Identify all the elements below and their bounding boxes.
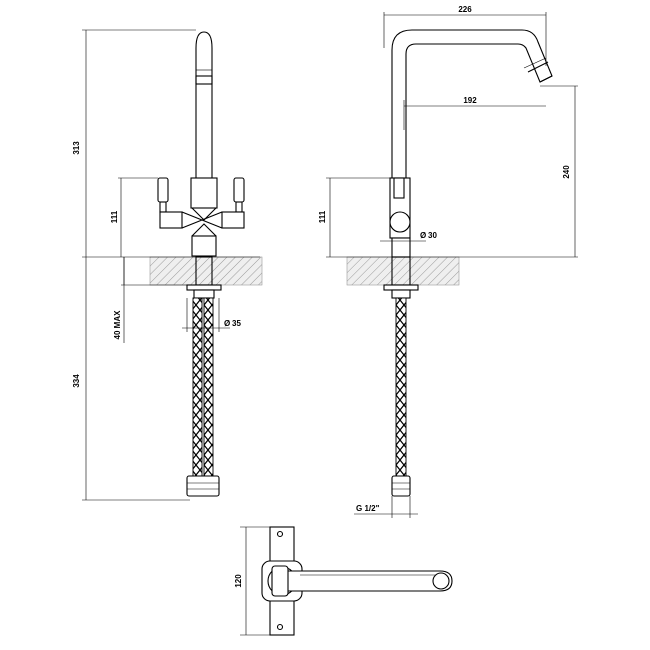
dim-side-lever-diameter-symbol: Ø xyxy=(420,231,426,240)
dim-side-body-height: 111 xyxy=(318,210,327,223)
side-view: 226 192 240 111 Ø 30 G 1/2" xyxy=(318,5,578,518)
dim-side-spout-reach: 226 xyxy=(458,5,472,14)
front-left-handle xyxy=(157,177,169,203)
front-hose-left xyxy=(192,297,203,477)
front-view: 313 111 40 MAX 334 Ø 35 xyxy=(72,29,263,501)
dim-side-connection-thread: G 1/2" xyxy=(356,504,380,513)
dim-side-spout-inner-reach: 192 xyxy=(463,96,477,105)
front-spout xyxy=(195,31,213,178)
dim-side-spout-height: 240 xyxy=(562,165,571,179)
dim-front-max-thickness: 40 MAX xyxy=(113,310,122,340)
side-hose xyxy=(395,297,407,477)
side-lever xyxy=(389,211,411,233)
dim-front-hose-length: 334 xyxy=(72,374,81,388)
dim-top-width: 120 xyxy=(234,574,243,588)
dim-side-lever-diameter: 30 xyxy=(428,231,437,240)
front-body xyxy=(190,177,218,209)
front-right-handle xyxy=(233,177,245,203)
dim-front-total-height: 313 xyxy=(72,141,81,155)
dim-front-hose-diameter-symbol: Ø xyxy=(224,319,230,328)
front-hose-right xyxy=(203,297,214,477)
top-spout xyxy=(281,570,453,592)
dim-front-body-height: 111 xyxy=(110,210,119,223)
dim-front-hose-diameter: 35 xyxy=(232,319,241,328)
front-counter-section xyxy=(149,256,263,286)
side-counter-section xyxy=(346,256,460,286)
top-view: 120 xyxy=(234,526,453,636)
